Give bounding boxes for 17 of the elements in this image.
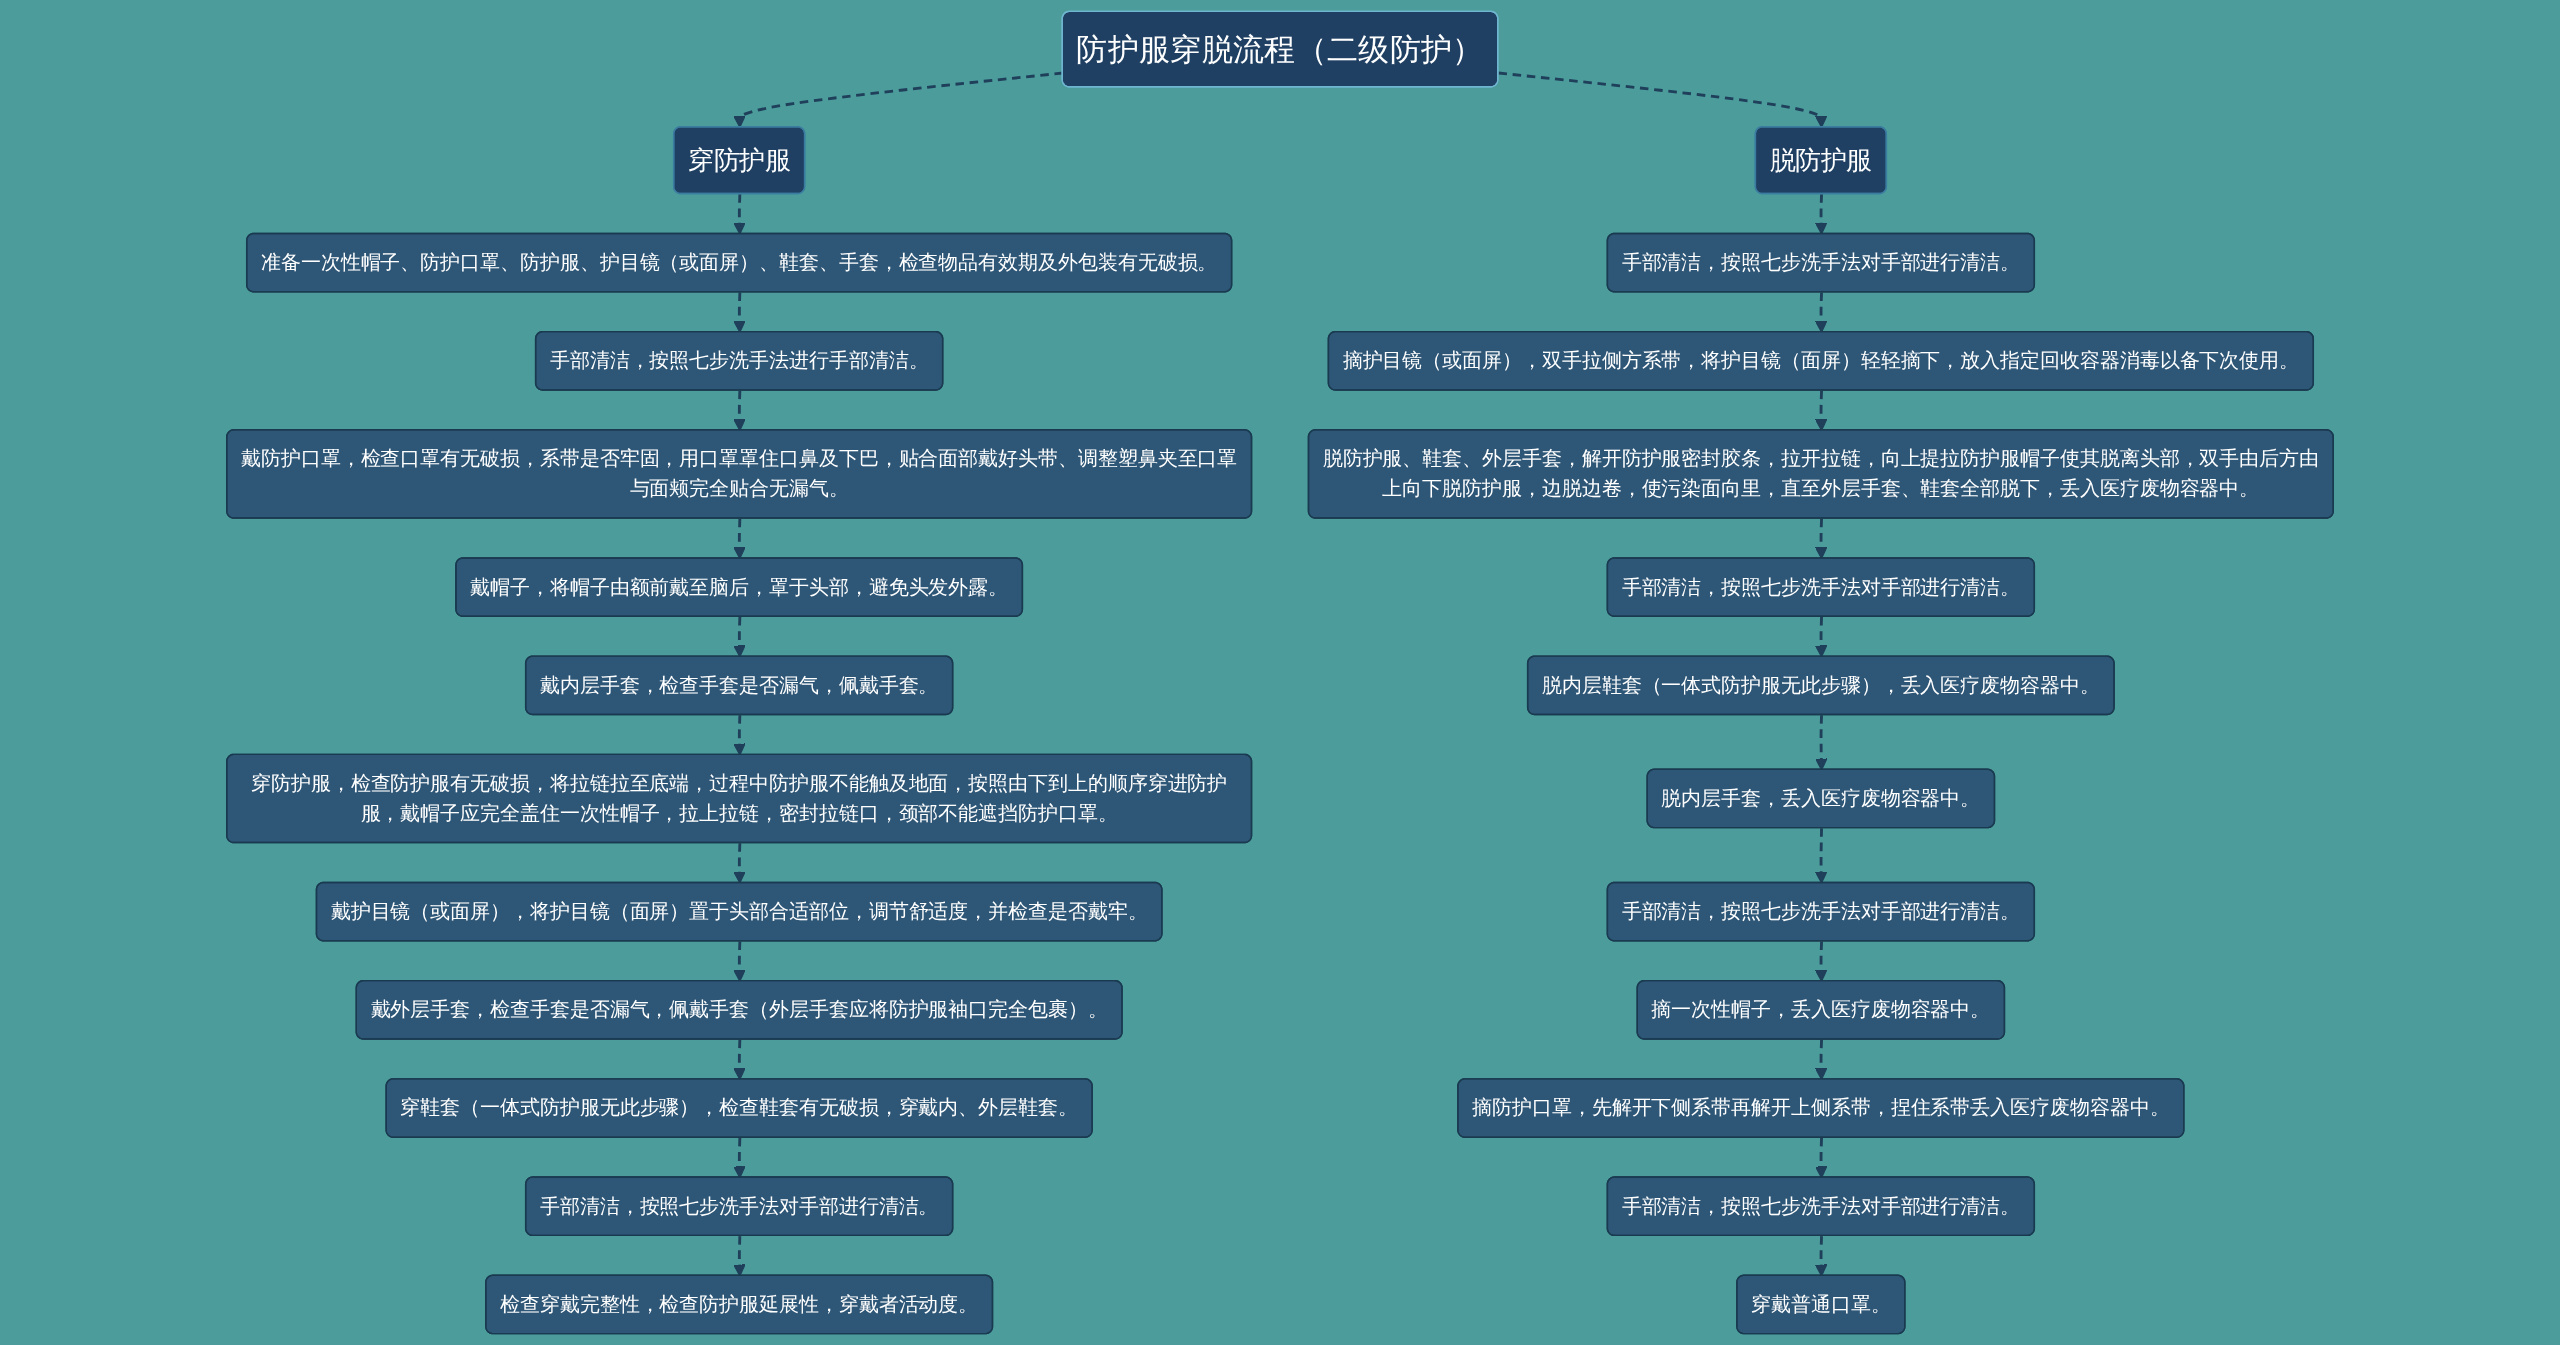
arrow (1814, 828, 1828, 884)
arrow (1814, 616, 1828, 658)
arrow (1814, 941, 1828, 982)
arrow (1814, 1236, 1828, 1277)
arrow (1814, 1137, 1828, 1179)
arrow (1814, 194, 1828, 235)
arrow (733, 616, 746, 658)
arrow (733, 941, 746, 982)
arrow (1498, 71, 1828, 128)
arrow (733, 715, 746, 756)
arrow (1814, 292, 1828, 333)
arrow (733, 194, 746, 235)
arrow (733, 1137, 746, 1179)
arrow (733, 1236, 746, 1277)
arrow (1815, 715, 1828, 771)
arrow (733, 843, 746, 884)
arrow (733, 292, 746, 333)
